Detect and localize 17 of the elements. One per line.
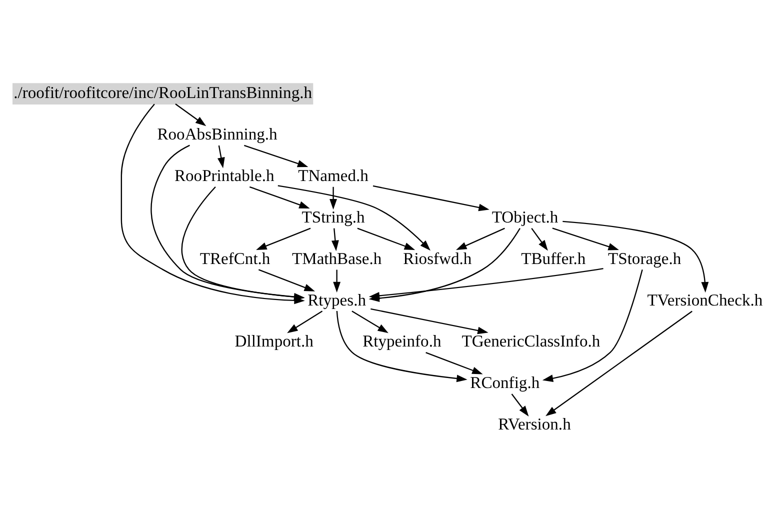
node-text: RVersion.h: [498, 414, 571, 434]
node-text: TMathBase.h: [292, 248, 382, 268]
node-text: TNamed.h: [298, 166, 368, 185]
node-text: TGenericClassInfo.h: [462, 331, 600, 350]
node-text: TVersionCheck.h: [647, 290, 763, 309]
node-text: TBuffer.h: [521, 248, 586, 268]
node-text: RooAbsBinning.h: [157, 124, 278, 144]
node-text: TRefCnt.h: [200, 248, 270, 268]
node-text: Rtypeinfo.h: [362, 331, 442, 350]
node-text: TString.h: [302, 206, 365, 226]
node-text: DllImport.h: [234, 331, 314, 350]
node-text: TObject.h: [492, 206, 558, 226]
node-text: TStorage.h: [608, 248, 682, 268]
node-text: Riosfwd.h: [403, 248, 472, 268]
node-text: RooPrintable.h: [174, 166, 274, 185]
node-text: Rtypes.h: [308, 290, 366, 309]
node-text: RConfig.h: [470, 372, 540, 392]
